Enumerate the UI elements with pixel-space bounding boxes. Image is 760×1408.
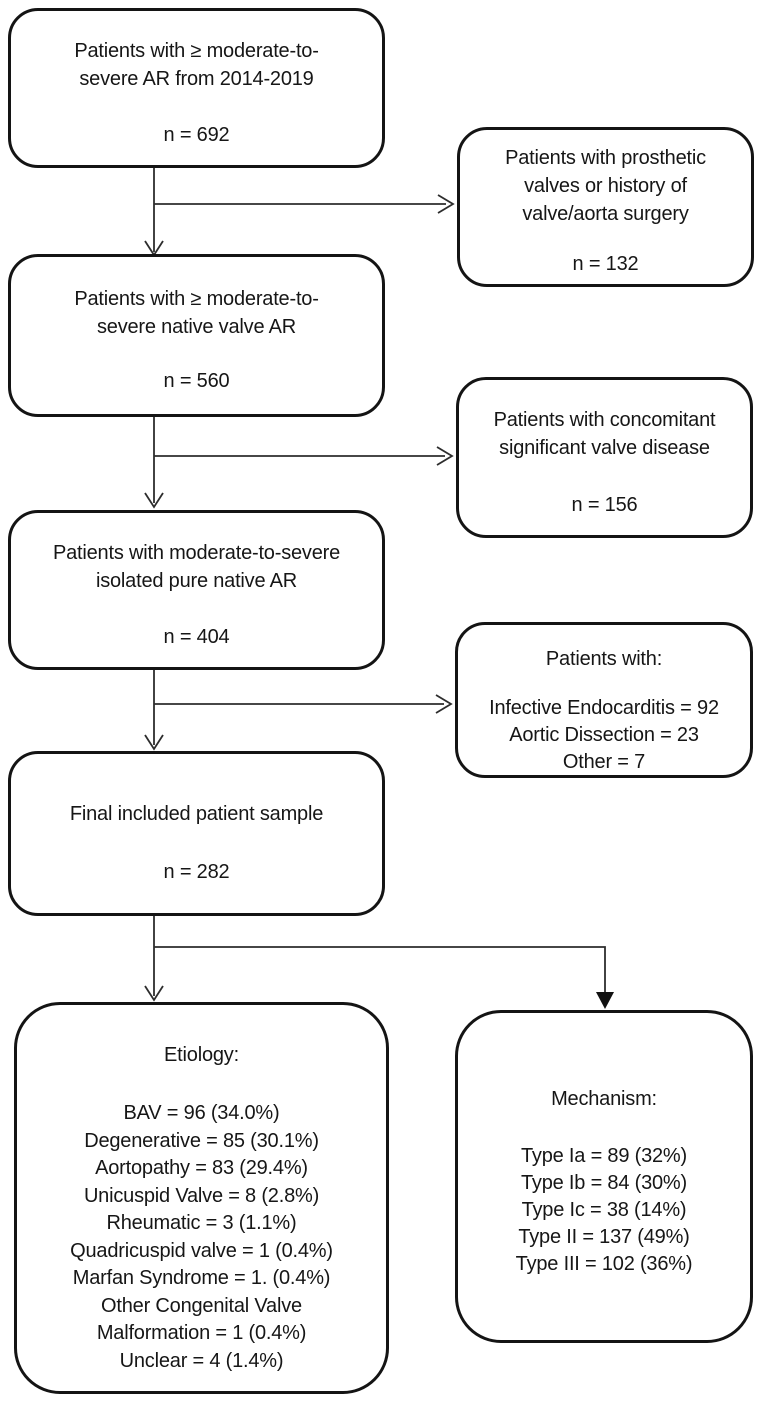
box-text-line: Patients with ≥ moderate-to- [74, 40, 319, 62]
exclusion-item: Aortic Dissection = 23 [509, 724, 699, 746]
box-initial-cohort: Patients with ≥ moderate-to- severe AR f… [8, 8, 385, 168]
arrowhead-right-excluded-concomitant [436, 446, 454, 466]
arrowhead-down-isolated [144, 492, 164, 509]
box-title: Etiology: [164, 1044, 239, 1066]
box-excluded-other-causes: Patients with: Infective Endocarditis = … [455, 622, 753, 778]
etiology-item: Degenerative = 85 (30.1%) [84, 1129, 319, 1152]
mechanism-item: Type II = 137 (49%) [518, 1226, 690, 1248]
box-text-line: Final included patient sample [69, 803, 324, 825]
box-title: Patients with: [545, 648, 663, 670]
n-count: n = 404 [163, 626, 230, 648]
box-isolated-pure-ar: Patients with moderate-to-severe isolate… [8, 510, 385, 670]
mechanism-item: Type III = 102 (36%) [515, 1253, 693, 1275]
arrowhead-right-excluded-prosthetic [437, 194, 455, 214]
etiology-item: BAV = 96 (34.0%) [123, 1102, 280, 1124]
box-text-line: Patients with ≥ moderate-to- [74, 288, 319, 310]
etiology-item: Malformation = 1 (0.4%) [96, 1322, 307, 1344]
connector-final-to-mechanism [154, 946, 606, 993]
n-count: n = 282 [163, 861, 230, 883]
arrowhead-down-final [144, 734, 164, 751]
etiology-item: Rheumatic = 3 (1.1%) [106, 1212, 297, 1234]
etiology-item: Unclear = 4 (1.4%) [119, 1349, 284, 1372]
box-text-line: significant valve disease [499, 437, 710, 459]
exclusion-item: Other = 7 [562, 751, 646, 773]
n-count: n = 692 [163, 124, 230, 146]
box-native-valve-ar: Patients with ≥ moderate-to- severe nati… [8, 254, 385, 417]
etiology-item: Marfan Syndrome = 1. (0.4%) [72, 1267, 331, 1289]
box-title: Mechanism: [551, 1088, 657, 1110]
arrowhead-down-mechanism [596, 992, 614, 1009]
mechanism-item: Type Ia = 89 (32%) [521, 1145, 687, 1167]
box-text-line: isolated pure native AR [95, 570, 298, 592]
box-excluded-concomitant: Patients with concomitant significant va… [456, 377, 753, 538]
exclusion-item: Infective Endocarditis = 92 [489, 697, 719, 719]
box-etiology: Etiology: BAV = 96 (34.0%) Degenerative … [14, 1002, 389, 1394]
box-text-line: severe AR from 2014-2019 [79, 68, 314, 90]
etiology-item: Other Congenital Valve [101, 1294, 302, 1317]
box-text-line: Patients with moderate-to-severe [52, 542, 341, 564]
arrowhead-right-excluded-other [435, 694, 453, 714]
etiology-item: Aortopathy = 83 (29.4%) [95, 1157, 308, 1179]
box-text-line: Patients with prosthetic [505, 147, 706, 169]
n-count: n = 132 [572, 253, 639, 275]
n-count: n = 156 [571, 494, 638, 516]
box-text-line: severe native valve AR [96, 316, 297, 338]
etiology-item: Quadricuspid valve = 1 (0.4%) [70, 1239, 333, 1262]
box-text-line: valves or history of [524, 175, 687, 197]
arrowhead-down-etiology [144, 985, 164, 1002]
mechanism-item: Type Ib = 84 (30%) [521, 1172, 687, 1194]
etiology-item: Unicuspid Valve = 8 (2.8%) [83, 1184, 320, 1207]
box-final-sample: Final included patient sample n = 282 [8, 751, 385, 916]
n-count: n = 560 [163, 370, 230, 392]
box-mechanism: Mechanism: Type Ia = 89 (32%) Type Ib = … [455, 1010, 753, 1343]
mechanism-item: Type Ic = 38 (14%) [521, 1199, 687, 1221]
box-text-line: Patients with concomitant [493, 409, 716, 431]
box-text-line: valve/aorta surgery [522, 203, 689, 225]
box-excluded-prosthetic: Patients with prosthetic valves or histo… [457, 127, 754, 287]
